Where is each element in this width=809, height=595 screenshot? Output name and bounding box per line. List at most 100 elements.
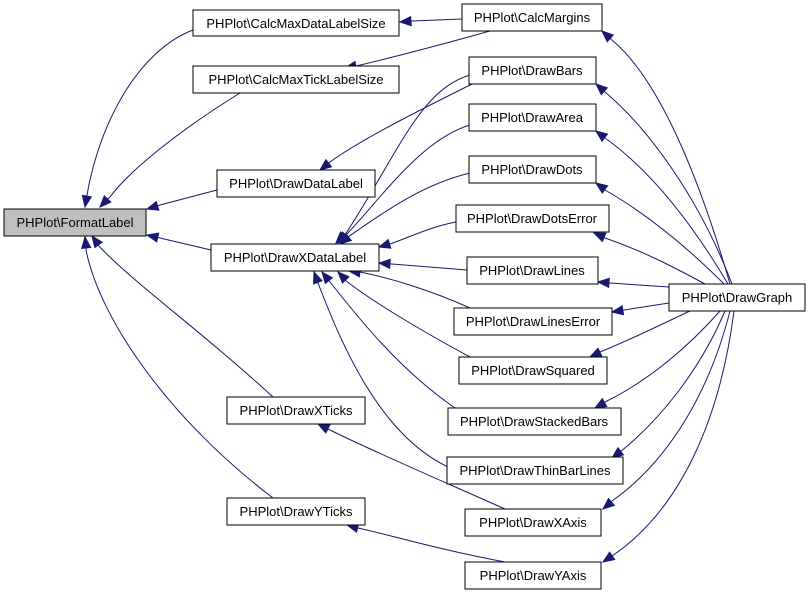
node-label: PHPlot\DrawLines bbox=[479, 263, 585, 278]
arrowhead bbox=[313, 270, 323, 285]
edge-draw-squared-to-draw-x-data-label bbox=[344, 279, 471, 358]
arrowhead bbox=[596, 277, 610, 289]
edge-draw-graph-to-calc-margins bbox=[611, 39, 731, 285]
node-draw-dots[interactable]: PHPlot\DrawDots bbox=[468, 155, 597, 184]
node-label: PHPlot\CalcMargins bbox=[474, 10, 591, 25]
arrowhead bbox=[594, 130, 609, 143]
edge-layer bbox=[81, 15, 735, 563]
edge-connector bbox=[328, 280, 331, 283]
edge-draw-graph-to-draw-stacked-bars bbox=[604, 310, 721, 403]
node-draw-x-data-label[interactable]: PHPlot\DrawXDataLabel bbox=[210, 243, 380, 272]
edge-draw-thin-bar-lines-to-draw-x-data-label bbox=[317, 282, 456, 471]
edge-draw-stacked-bars-to-draw-x-data-label bbox=[329, 281, 456, 409]
node-label: PHPlot\DrawYAxis bbox=[480, 568, 587, 583]
edge-draw-area-to-draw-x-data-label bbox=[344, 124, 471, 237]
arrowhead bbox=[594, 182, 609, 194]
node-draw-data-label[interactable]: PHPlot\DrawDataLabel bbox=[216, 169, 376, 198]
arrowhead bbox=[318, 158, 333, 171]
node-label: PHPlot\DrawArea bbox=[481, 110, 584, 125]
edge-draw-graph-to-draw-dots-error bbox=[604, 237, 706, 285]
arrowhead bbox=[316, 423, 331, 434]
edge-calc-margins-to-calc-max-tick-label-size bbox=[355, 30, 491, 67]
node-label: PHPlot\CalcMaxTickLabelSize bbox=[208, 72, 383, 87]
edge-calc-max-tick-label-size-to-format-label bbox=[109, 92, 241, 198]
arrowhead bbox=[81, 235, 92, 249]
node-draw-bars[interactable]: PHPlot\DrawBars bbox=[468, 56, 597, 85]
arrowhead bbox=[81, 194, 93, 209]
edge-draw-x-ticks-to-format-label bbox=[97, 244, 274, 398]
node-label: PHPlot\DrawDataLabel bbox=[229, 176, 363, 191]
edge-connector bbox=[603, 236, 606, 239]
node-label: PHPlot\DrawDots bbox=[481, 162, 583, 177]
edge-draw-graph-to-draw-thin-bar-lines bbox=[619, 310, 726, 453]
edge-draw-lines-to-draw-x-data-label bbox=[391, 263, 468, 271]
node-label: PHPlot\DrawThinBarLines bbox=[459, 463, 611, 478]
node-label: PHPlot\DrawXDataLabel bbox=[224, 250, 366, 265]
edge-draw-bars-to-draw-x-data-label bbox=[344, 74, 471, 236]
node-calc-margins[interactable]: PHPlot\CalcMargins bbox=[461, 3, 603, 32]
edge-draw-graph-to-draw-lines bbox=[609, 282, 670, 288]
node-draw-lines[interactable]: PHPlot\DrawLines bbox=[466, 256, 599, 285]
node-draw-area[interactable]: PHPlot\DrawArea bbox=[468, 103, 597, 132]
node-label: PHPlot\DrawYTicks bbox=[240, 504, 353, 519]
arrowhead bbox=[321, 270, 334, 285]
edge-draw-y-ticks-to-format-label bbox=[85, 249, 274, 499]
edge-connector bbox=[328, 161, 331, 164]
arrowhead bbox=[91, 234, 104, 249]
node-draw-x-ticks[interactable]: PHPlot\DrawXTicks bbox=[226, 396, 366, 425]
edge-draw-graph-to-draw-lines-error bbox=[623, 302, 670, 311]
node-draw-thin-bar-lines[interactable]: PHPlot\DrawThinBarLines bbox=[446, 456, 624, 485]
node-label: PHPlot\DrawGraph bbox=[682, 290, 793, 305]
arrowhead bbox=[145, 232, 160, 243]
edge-draw-graph-to-draw-bars bbox=[604, 91, 733, 285]
arrowhead bbox=[145, 200, 160, 211]
node-label: PHPlot\DrawXTicks bbox=[240, 403, 353, 418]
node-calc-max-tick-label-size[interactable]: PHPlot\CalcMaxTickLabelSize bbox=[192, 65, 400, 94]
node-label: PHPlot\FormatLabel bbox=[16, 215, 133, 230]
edge-connector bbox=[609, 37, 613, 41]
arrowhead bbox=[601, 30, 615, 43]
edge-draw-graph-to-draw-x-axis bbox=[611, 310, 731, 502]
node-draw-lines-error[interactable]: PHPlot\DrawLinesError bbox=[453, 307, 613, 336]
node-draw-stacked-bars[interactable]: PHPlot\DrawStackedBars bbox=[447, 407, 622, 436]
node-label: PHPlot\DrawDotsError bbox=[467, 211, 598, 226]
arrowhead bbox=[610, 446, 625, 459]
node-label: PHPlot\DrawBars bbox=[481, 63, 583, 78]
node-draw-squared[interactable]: PHPlot\DrawSquared bbox=[458, 356, 608, 385]
arrowhead bbox=[377, 238, 392, 249]
edge-draw-graph-to-draw-y-axis bbox=[611, 310, 735, 557]
edge-connector bbox=[157, 236, 161, 239]
node-label: PHPlot\DrawLinesError bbox=[466, 314, 601, 329]
node-label: PHPlot\DrawSquared bbox=[471, 363, 595, 378]
node-draw-y-axis[interactable]: PHPlot\DrawYAxis bbox=[464, 561, 602, 590]
arrowhead bbox=[377, 258, 391, 270]
edge-draw-graph-to-draw-squared bbox=[599, 310, 691, 353]
edge-draw-lines-error-to-draw-x-data-label bbox=[359, 271, 471, 309]
edge-draw-y-axis-to-draw-y-ticks bbox=[357, 527, 506, 563]
edge-connector bbox=[327, 428, 331, 431]
arrowhead bbox=[592, 232, 607, 243]
node-calc-max-data-label-size[interactable]: PHPlot\CalcMaxDataLabelSize bbox=[192, 9, 400, 37]
edge-connector bbox=[157, 204, 161, 207]
edge-draw-dots-error-to-draw-x-data-label bbox=[389, 221, 457, 245]
node-draw-graph[interactable]: PHPlot\DrawGraph bbox=[668, 283, 806, 312]
node-draw-dots-error[interactable]: PHPlot\DrawDotsError bbox=[455, 204, 610, 233]
edge-connector bbox=[107, 196, 111, 200]
arrowhead bbox=[610, 304, 625, 316]
edge-draw-data-label-to-format-label bbox=[159, 189, 218, 206]
edge-draw-bars-to-draw-data-label bbox=[329, 83, 473, 163]
edge-draw-graph-to-draw-dots bbox=[604, 189, 725, 285]
edge-connector bbox=[610, 500, 613, 503]
edge-draw-dots-to-draw-x-data-label bbox=[347, 172, 471, 238]
edge-draw-x-axis-to-draw-x-ticks bbox=[329, 429, 506, 510]
arrowhead bbox=[593, 397, 608, 409]
node-draw-y-ticks[interactable]: PHPlot\DrawYTicks bbox=[226, 497, 366, 526]
edge-connector bbox=[603, 90, 606, 93]
edge-calc-margins-to-calc-max-data-label-size bbox=[411, 18, 463, 22]
node-format-label[interactable]: PHPlot\FormatLabel bbox=[3, 208, 147, 237]
arrowhead bbox=[398, 15, 412, 27]
arrowhead bbox=[338, 232, 353, 245]
node-draw-x-axis[interactable]: PHPlot\DrawXAxis bbox=[464, 508, 602, 537]
arrowhead bbox=[601, 551, 616, 563]
